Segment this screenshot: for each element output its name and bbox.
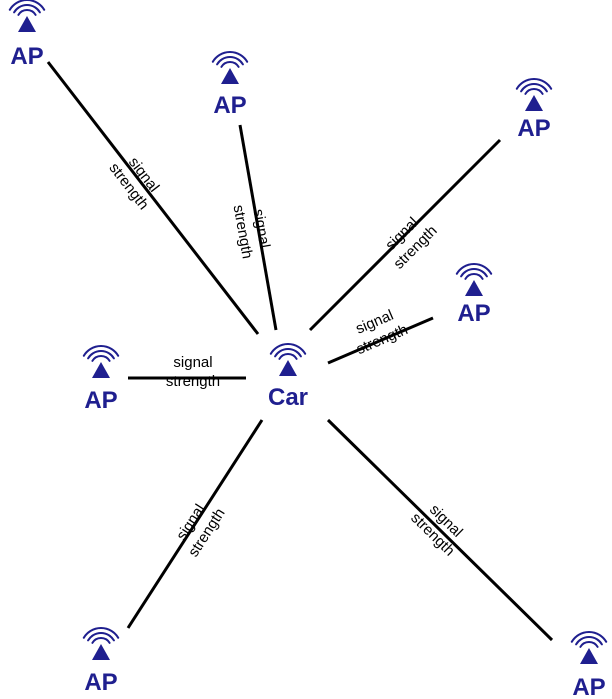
signal-wave-1 — [220, 61, 240, 68]
signal-wave-1 — [278, 353, 298, 360]
signal-wave-1 — [464, 273, 484, 280]
wifi-antenna-icon — [211, 51, 249, 84]
signal-wave-3 — [515, 78, 553, 90]
access-point-7: AP — [570, 631, 608, 699]
signal-wave-2 — [274, 348, 302, 358]
connection-line — [46, 61, 260, 335]
antenna-triangle — [18, 16, 36, 32]
node-label: AP — [10, 43, 43, 70]
link-label-line1: signal — [250, 208, 274, 250]
signal-wave-3 — [82, 627, 120, 639]
access-point-5: AP — [82, 345, 120, 414]
signal-wave-2 — [520, 83, 548, 93]
antenna-triangle — [92, 362, 110, 378]
antenna-triangle — [525, 95, 543, 111]
link-label: signal strength — [166, 354, 220, 390]
access-point-2: AP — [211, 51, 249, 119]
wifi-antenna-icon — [570, 631, 608, 664]
signal-wave-2 — [216, 56, 244, 66]
signal-wave-1 — [579, 641, 599, 648]
node-label: AP — [517, 115, 550, 142]
antenna-triangle — [92, 644, 110, 660]
signal-wave-3 — [570, 631, 608, 643]
access-point-4: AP — [455, 263, 493, 327]
signal-wave-3 — [269, 343, 307, 355]
signal-wave-3 — [455, 263, 493, 275]
link-label-line1: signal — [173, 354, 212, 371]
wifi-antenna-icon — [515, 78, 553, 111]
node-label: AP — [213, 92, 246, 119]
wifi-antenna-icon — [455, 263, 493, 296]
link-label-line2: strength — [166, 373, 220, 390]
signal-wave-2 — [87, 350, 115, 360]
wifi-antenna-icon — [269, 343, 307, 376]
nodes-layer: AP AP AP AP AP AP AP Car — [8, 0, 608, 699]
antenna-triangle — [465, 280, 483, 296]
node-label: AP — [572, 674, 605, 699]
connection-line — [327, 316, 434, 365]
antenna-triangle — [221, 68, 239, 84]
car-node: Car — [268, 343, 308, 411]
signal-wave-2 — [13, 4, 41, 14]
connection-line — [126, 419, 264, 629]
signal-wave-1 — [91, 637, 111, 644]
wifi-antenna-icon — [82, 627, 120, 660]
signal-wave-1 — [91, 355, 111, 362]
wifi-antenna-icon — [82, 345, 120, 378]
wifi-antenna-icon — [8, 0, 46, 32]
access-point-1: AP — [8, 0, 46, 70]
access-point-6: AP — [82, 627, 120, 696]
signal-wave-1 — [17, 9, 37, 16]
signal-wave-3 — [82, 345, 120, 357]
node-label: AP — [84, 387, 117, 414]
link-5: signal strength — [128, 354, 246, 390]
connection-line — [326, 418, 554, 642]
antenna-triangle — [580, 648, 598, 664]
connection-line — [308, 138, 502, 332]
signal-wave-2 — [575, 636, 603, 646]
signal-wave-2 — [460, 268, 488, 278]
signal-wave-3 — [211, 51, 249, 63]
signal-wave-3 — [8, 0, 46, 11]
node-label: AP — [84, 669, 117, 696]
antenna-triangle — [279, 360, 297, 376]
node-label: AP — [457, 300, 490, 327]
node-label: Car — [268, 384, 308, 411]
signal-wave-2 — [87, 632, 115, 642]
signal-wave-1 — [524, 88, 544, 95]
access-point-3: AP — [515, 78, 553, 142]
connection-line — [238, 124, 278, 331]
